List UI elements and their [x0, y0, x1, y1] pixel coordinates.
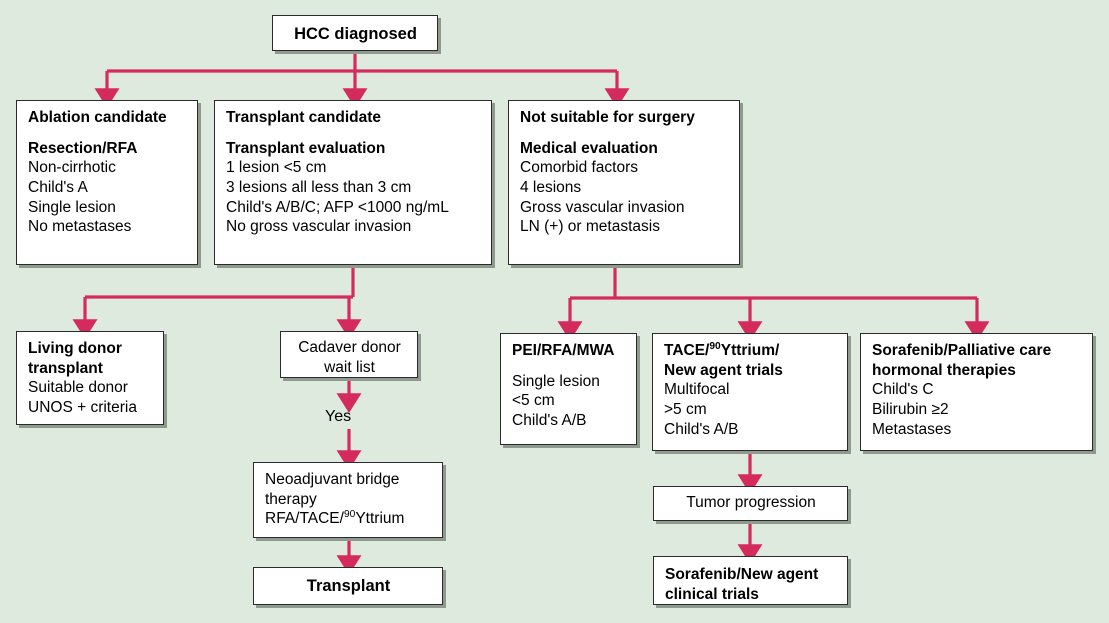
node-subheading: Transplant evaluation [226, 139, 386, 157]
node-item: Comorbid factors [520, 159, 639, 177]
node-item: Child's C [872, 381, 934, 399]
node-subheading: Medical evaluation [520, 139, 658, 157]
node-item: Bilirubin ≥2 [872, 401, 949, 419]
node-heading-superscripted: TACE/90Yttrium/ [664, 341, 837, 361]
node-item: Gross vascular invasion [520, 198, 685, 216]
node-tace-yttrium-new-agent-trials[interactable]: TACE/90Yttrium/ New agent trials Multifo… [652, 333, 848, 451]
node-item: Single lesion [28, 198, 116, 216]
node-transplant-candidate[interactable]: Transplant candidate Transplant evaluati… [214, 100, 492, 265]
node-subheading: Resection/RFA [28, 139, 138, 157]
node-item: Suitable donor [28, 379, 128, 397]
node-title: Transplant [306, 577, 391, 595]
node-item: Child's A/B/C; AFP <1000 ng/mL [226, 198, 449, 216]
text-prefix: RFA/TACE/ [265, 510, 344, 528]
node-heading: New agent trials [664, 361, 783, 379]
node-line: wait list [324, 358, 375, 376]
spacer [28, 128, 187, 139]
node-item: Child's A [28, 179, 88, 197]
node-heading: Ablation candidate [28, 109, 167, 126]
node-heading: transplant [28, 359, 103, 377]
node-item: Multifocal [664, 381, 730, 399]
node-sorafenib-new-agent-clinical-trials[interactable]: Sorafenib/New agent clinical trials [653, 556, 848, 605]
node-item: Non-cirrhotic [28, 159, 116, 177]
node-line: therapy [265, 490, 317, 508]
node-item: UNOS + criteria [28, 399, 137, 417]
node-heading: Sorafenib/Palliative care [872, 342, 1052, 359]
superscript-90: 90 [343, 509, 356, 521]
node-heading: PEI/RFA/MWA [512, 342, 615, 359]
node-item: <5 cm [512, 392, 555, 410]
node-item: Child's A/B [664, 420, 739, 438]
node-heading: Living donor [28, 340, 122, 357]
node-neoadjuvant-bridge-therapy[interactable]: Neoadjuvant bridge therapy RFA/TACE/90Yt… [253, 462, 443, 538]
node-heading: Transplant candidate [226, 109, 382, 126]
node-item: 4 lesions [520, 179, 582, 197]
spacer [520, 128, 729, 139]
node-cadaver-donor-wait-list[interactable]: Cadaver donor wait list [280, 331, 418, 378]
node-line: clinical trials [665, 585, 759, 603]
node-title: HCC diagnosed [294, 25, 417, 43]
node-transplant-final[interactable]: Transplant [253, 567, 443, 605]
edge-label-yes: Yes [325, 408, 352, 425]
superscript-90: 90 [709, 340, 721, 352]
node-line: Sorafenib/New agent [665, 566, 819, 583]
node-heading: Not suitable for surgery [520, 109, 695, 126]
node-title: Tumor progression [686, 494, 816, 511]
spacer [512, 361, 626, 372]
node-item: >5 cm [664, 401, 707, 419]
text-suffix: Yttrium/ [720, 342, 780, 359]
node-item: Single lesion [512, 372, 600, 390]
node-tumor-progression[interactable]: Tumor progression [653, 486, 848, 521]
node-heading: hormonal therapies [872, 361, 1016, 379]
node-hcc-diagnosed[interactable]: HCC diagnosed [272, 15, 438, 51]
text-suffix: Yttrium [355, 510, 405, 528]
node-not-suitable-for-surgery[interactable]: Not suitable for surgery Medical evaluat… [508, 100, 740, 265]
node-item: No metastases [28, 218, 132, 236]
spacer [226, 128, 481, 139]
node-line: Cadaver donor [298, 339, 401, 356]
node-ablation-candidate[interactable]: Ablation candidate Resection/RFA Non-cir… [16, 100, 198, 265]
node-line-superscripted: RFA/TACE/90Yttrium [265, 509, 432, 529]
node-pei-rfa-mwa[interactable]: PEI/RFA/MWA Single lesion <5 cm Child's … [500, 333, 637, 445]
text-prefix: TACE/ [664, 342, 710, 359]
node-item: LN (+) or metastasis [520, 218, 660, 236]
node-item: No gross vascular invasion [226, 218, 412, 236]
node-line: Neoadjuvant bridge [265, 471, 400, 488]
node-living-donor-transplant[interactable]: Living donor transplant Suitable donor U… [16, 331, 164, 425]
node-sorafenib-palliative-care[interactable]: Sorafenib/Palliative care hormonal thera… [860, 333, 1093, 451]
node-item: 3 lesions all less than 3 cm [226, 179, 412, 197]
node-item: 1 lesion <5 cm [226, 159, 327, 177]
node-item: Metastases [872, 420, 952, 438]
node-item: Child's A/B [512, 412, 587, 430]
